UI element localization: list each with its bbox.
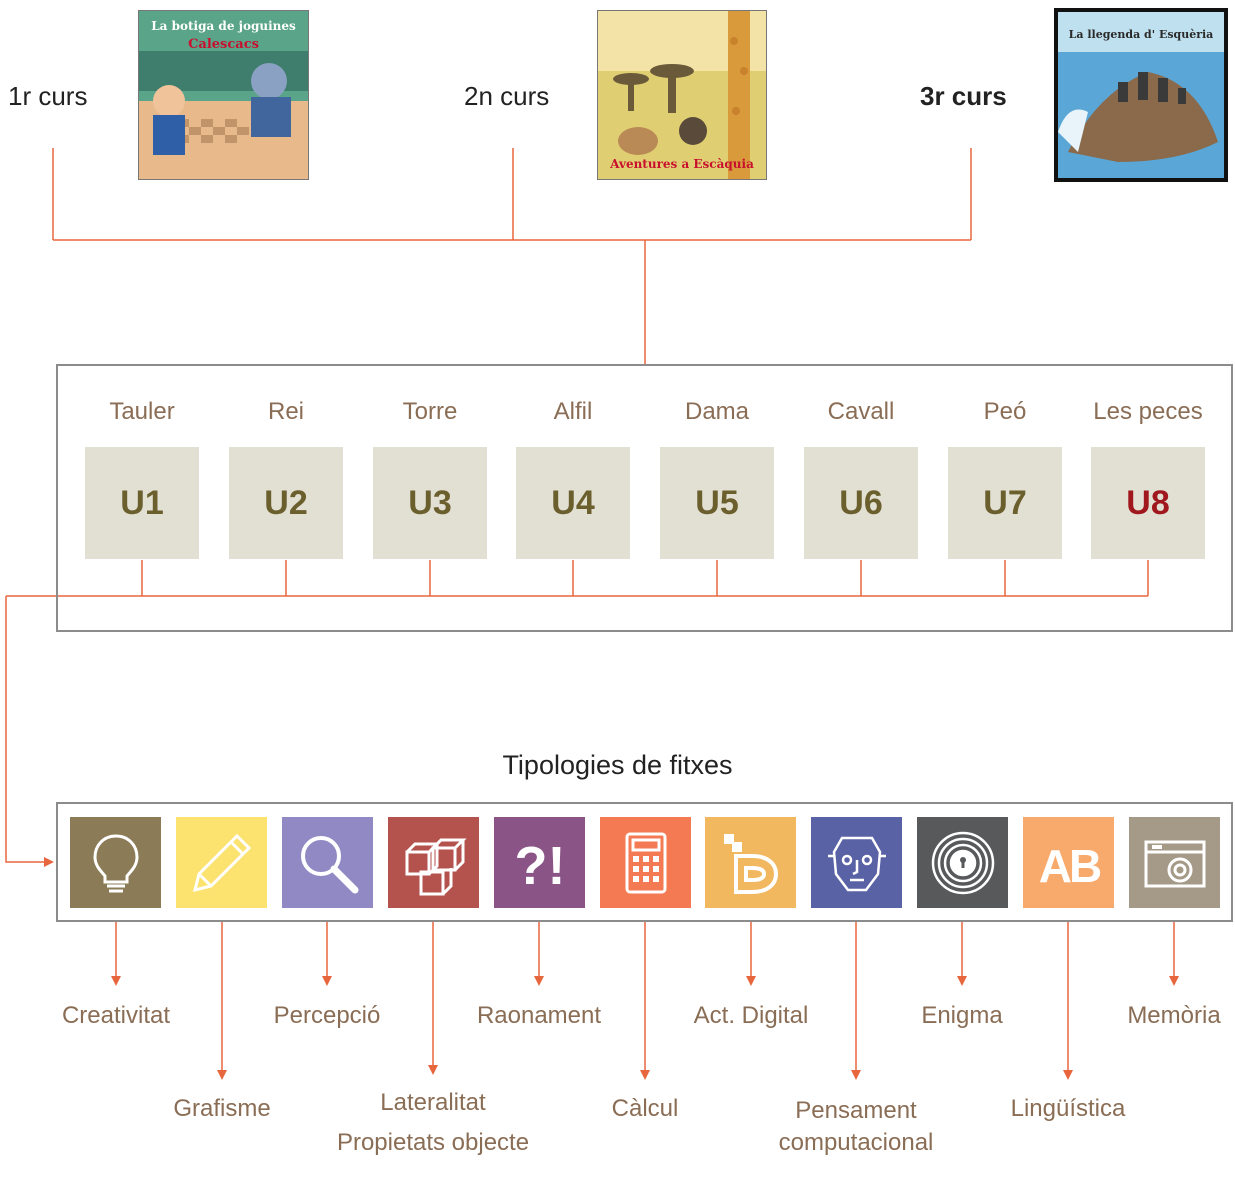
- unit-tile-1: U1: [85, 447, 199, 559]
- unit-tile-6: U6: [804, 447, 918, 559]
- digital-icon: [705, 817, 796, 908]
- robot-face-icon: [811, 817, 902, 908]
- maze-lock-icon: [917, 817, 1008, 908]
- pencil-icon: [176, 817, 267, 908]
- typology-label-act-digital: Act. Digital: [693, 1002, 809, 1029]
- unit-name-1: Tauler: [109, 398, 175, 425]
- unit-name-2: Rei: [267, 398, 304, 425]
- units-container: [56, 364, 1233, 632]
- unit-tile-7: U7: [948, 447, 1062, 559]
- unit-name-4: Alfil: [553, 398, 593, 425]
- typology-label-pensament: Pensament computacional: [778, 1097, 934, 1156]
- typology-label-linguistica: Lingüística: [1010, 1095, 1126, 1122]
- course-label-3: 3r curs: [920, 81, 1007, 111]
- unit-tile-4: U4: [516, 447, 630, 559]
- typology-label-lateralitat: Lateralitat: [380, 1089, 486, 1116]
- typology-label-percepcio: Percepció: [273, 1002, 381, 1029]
- cubes-icon: [388, 817, 479, 908]
- typology-label-propietats: Propietats objecte: [336, 1129, 530, 1156]
- unit-name-7: Peó: [983, 398, 1027, 425]
- magnifier-icon: [282, 817, 373, 908]
- cover-art: [1058, 12, 1224, 178]
- svg-text:AB: AB: [1038, 840, 1100, 892]
- cover-image-2: Aventures a Escàquia: [597, 10, 767, 180]
- typology-label-enigma: Enigma: [921, 1002, 1003, 1029]
- typology-label-creativitat: Creativitat: [61, 1002, 171, 1029]
- unit-name-6: Cavall: [827, 398, 895, 425]
- typology-label-raonament: Raonament: [476, 1002, 602, 1029]
- unit-name-8: Les peces: [1093, 398, 1203, 425]
- unit-tile-3: U3: [373, 447, 487, 559]
- camera-icon: [1129, 817, 1220, 908]
- ab-letters-icon: AB: [1023, 817, 1114, 908]
- unit-tile-8: U8: [1091, 447, 1205, 559]
- calculator-icon: [600, 817, 691, 908]
- lightbulb-icon: [70, 817, 161, 908]
- course-label-1: 1r curs: [8, 81, 88, 111]
- typology-label-memoria: Memòria: [1127, 1002, 1221, 1029]
- course-label-2: 2n curs: [464, 81, 550, 111]
- typologies-container: [56, 802, 1233, 922]
- typologies-title: Tipologies de fitxes: [502, 750, 733, 780]
- cover-art: [139, 11, 308, 179]
- unit-tile-2: U2: [229, 447, 343, 559]
- unit-name-3: Torre: [402, 398, 458, 425]
- cover-image-1: La botiga de joguines Calescacs: [138, 10, 309, 180]
- cover-image-3: La llegenda d' Esquèria: [1054, 8, 1228, 182]
- typology-label-grafisme: Grafisme: [173, 1095, 271, 1122]
- cover-art: [598, 11, 766, 179]
- question-exclamation-icon: ?!: [494, 817, 585, 908]
- unit-tile-5: U5: [660, 447, 774, 559]
- svg-text:?!: ?!: [514, 836, 565, 896]
- typology-label-calcul: Càlcul: [611, 1095, 679, 1122]
- unit-name-5: Dama: [684, 398, 750, 425]
